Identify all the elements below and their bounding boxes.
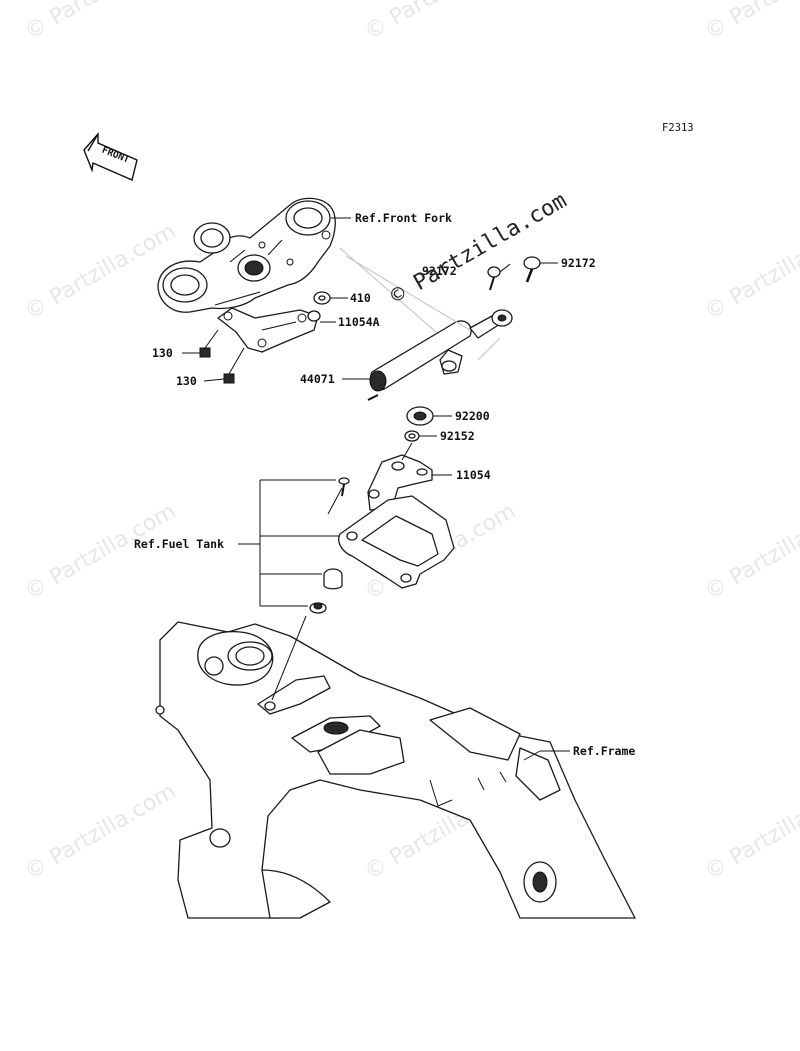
watermark: © Partzilla.com — [701, 779, 800, 886]
watermark: © Partzilla.com — [21, 499, 181, 606]
label-130-lower: 130 — [176, 374, 197, 388]
watermark: © Partzilla.com — [21, 219, 181, 326]
watermark: © Partzilla.com — [361, 0, 521, 45]
grommet — [324, 569, 342, 589]
watermark: © Partzilla.com — [701, 0, 800, 45]
watermark: © Partzilla.com — [701, 219, 800, 326]
watermark: © Partzilla.com — [21, 779, 181, 886]
label-92152: 92152 — [440, 429, 475, 443]
bolt-130-lower — [224, 348, 244, 383]
collar-lower — [310, 603, 326, 613]
nut-92152 — [405, 431, 419, 441]
main-frame — [156, 622, 635, 918]
label-fuel-tank: Ref.Fuel Tank — [134, 537, 224, 551]
bolt-92172-b — [524, 257, 540, 282]
watermark: © Partzilla.com — [21, 0, 181, 45]
watermark: © Partzilla.com — [701, 499, 800, 606]
label-frame: Ref.Frame — [573, 744, 635, 758]
steering-damper-44071 — [368, 310, 512, 400]
front-arrow-icon: FRONT — [84, 134, 137, 180]
label-11054a: 11054A — [338, 315, 380, 329]
center-watermark: © Partzilla.com — [387, 188, 572, 309]
fuel-tank-bolt — [339, 478, 349, 496]
label-410: 410 — [350, 291, 371, 305]
upper-triple-clamp — [158, 198, 335, 312]
label-92200: 92200 — [455, 409, 490, 423]
collar — [308, 311, 320, 321]
label-92172-b: 92172 — [561, 256, 596, 270]
washer-92200 — [407, 407, 433, 425]
bracket-11054a — [218, 308, 318, 352]
label-11054: 11054 — [456, 468, 491, 482]
bolt-92172-a — [488, 267, 500, 290]
mount-plate — [339, 496, 454, 588]
figure-code: F2313 — [662, 122, 694, 134]
label-130-upper: 130 — [152, 346, 173, 360]
label-front-fork: Ref.Front Fork — [355, 211, 452, 225]
label-44071: 44071 — [300, 372, 335, 386]
bolt-130-upper — [200, 330, 218, 357]
